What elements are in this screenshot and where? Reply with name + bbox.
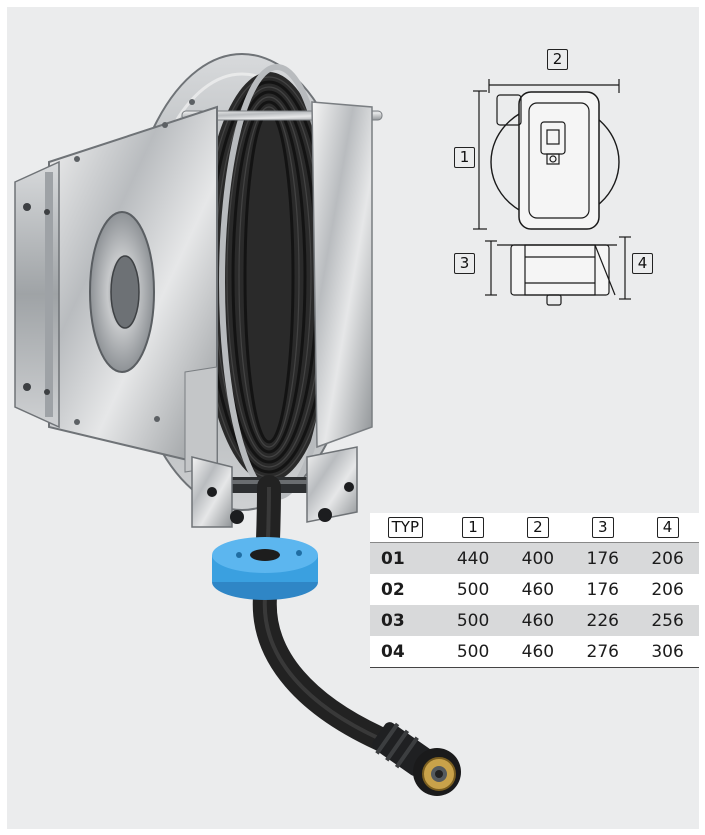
- cell-value: 226: [570, 605, 636, 636]
- dimension-label-1: 1: [454, 147, 475, 168]
- table-row: 01 440 400 176 206: [370, 542, 699, 574]
- cell-value: 206: [651, 579, 684, 600]
- cell-value: 176: [570, 542, 636, 574]
- header-dim-2: 2: [505, 513, 571, 543]
- hose-guide: [212, 537, 318, 600]
- dimension-drawing: [473, 79, 631, 306]
- cell-value: 460: [505, 605, 571, 636]
- dimension-label-4: 4: [632, 253, 653, 274]
- header-dim-1: 1: [440, 513, 506, 543]
- cell-value: 276: [570, 636, 636, 668]
- product-sheet: 2 1 3 4 TYP 1 2 3 4 01 440 400 176 206 0…: [7, 7, 699, 829]
- dimension-table: TYP 1 2 3 4 01 440 400 176 206 02 500 46…: [370, 513, 699, 668]
- cell-typ: 03: [370, 605, 441, 636]
- cell-value: 256: [635, 605, 699, 636]
- dimension-label-3: 3: [454, 253, 475, 274]
- table-row: 03 500 460 226 256: [370, 605, 699, 636]
- dimension-label-2: 2: [547, 49, 568, 70]
- table-row: 04 500 460 276 306: [370, 636, 699, 668]
- table-header-row: TYP 1 2 3 4: [370, 513, 699, 543]
- cell-value: 306: [635, 636, 699, 668]
- cell-value: 500: [440, 605, 506, 636]
- cell-typ: 02: [381, 579, 405, 600]
- header-dim-4: 4: [635, 513, 699, 543]
- cell-typ: 01: [370, 542, 441, 574]
- cell-value: 500: [440, 636, 506, 668]
- cell-value: 206: [635, 542, 699, 574]
- table-row: 02 500 460 176 206: [370, 574, 699, 605]
- cell-value: 460: [521, 579, 555, 600]
- cell-value: 500: [456, 579, 490, 600]
- cell-value: 176: [586, 579, 619, 600]
- cell-value: 440: [440, 542, 506, 574]
- hose-reel-photo: [14, 53, 461, 796]
- header-dim-3: 3: [570, 513, 636, 543]
- cell-value: 400: [505, 542, 571, 574]
- cell-value: 460: [505, 636, 571, 668]
- cell-typ: 04: [370, 636, 441, 668]
- header-typ: TYP: [370, 513, 441, 543]
